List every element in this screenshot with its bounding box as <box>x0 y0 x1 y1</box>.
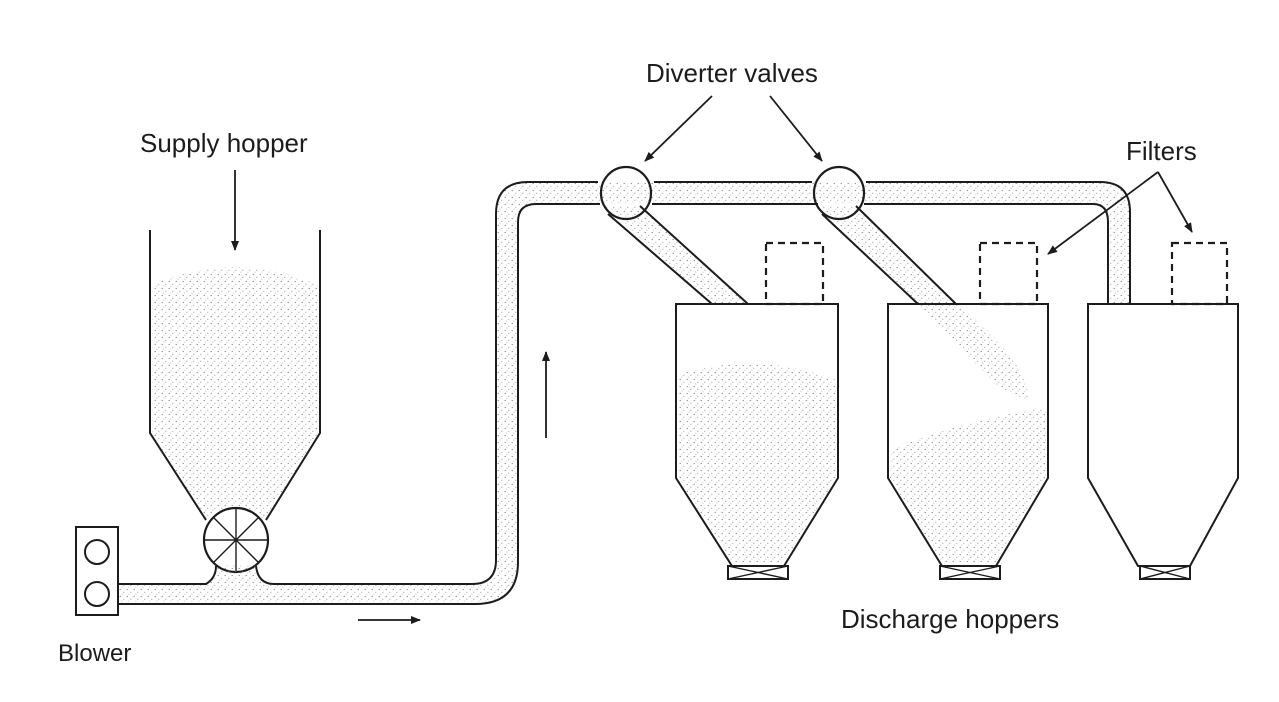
discharge-hopper-3 <box>1087 241 1239 580</box>
discharge-hopper-2-powder <box>890 408 1046 562</box>
diverter-valve-1-arrow <box>644 95 713 162</box>
branch-line-2 <box>820 205 957 305</box>
diverter-valve-1 <box>599 165 653 221</box>
supply-hopper-powder <box>152 267 318 520</box>
branch-line-1 <box>605 205 749 305</box>
filter-arrow-1 <box>1047 171 1159 255</box>
discharge-hoppers-label: Discharge hoppers <box>841 604 1060 634</box>
discharge-hopper-1-filter <box>764 241 825 306</box>
rotary-feeder-valve <box>202 506 270 574</box>
supply-hopper-label: Supply hopper <box>140 128 308 158</box>
blower <box>75 526 119 616</box>
filters-label: Filters <box>1126 136 1197 166</box>
conveying-line-outer-wall <box>118 203 1109 605</box>
discharge-hopper-1-outlet-valve <box>727 565 789 580</box>
discharge-hopper-2-outlet-valve <box>939 565 1001 580</box>
conveying-line-inner-wall <box>118 181 1131 585</box>
blower-label: Blower <box>58 640 132 667</box>
supply-hopper <box>149 230 321 521</box>
supply-hopper-outline <box>149 230 321 521</box>
conveying-line <box>118 181 1131 605</box>
discharge-hopper-1-powder <box>678 363 836 562</box>
filter-arrow-2 <box>1157 171 1193 233</box>
discharge-hopper-3-outlet-valve <box>1139 565 1191 580</box>
discharge-hopper-2-stream <box>918 304 1030 400</box>
discharge-hopper-2 <box>887 241 1049 580</box>
discharge-hopper-3-filter <box>1170 241 1229 306</box>
diverter-valve-2-arrow <box>769 95 823 162</box>
diverter-valve-2 <box>812 165 866 221</box>
discharge-hopper-1 <box>675 241 839 580</box>
discharge-hopper-2-filter <box>978 241 1039 306</box>
diverter-valves-label: Diverter valves <box>646 58 818 88</box>
